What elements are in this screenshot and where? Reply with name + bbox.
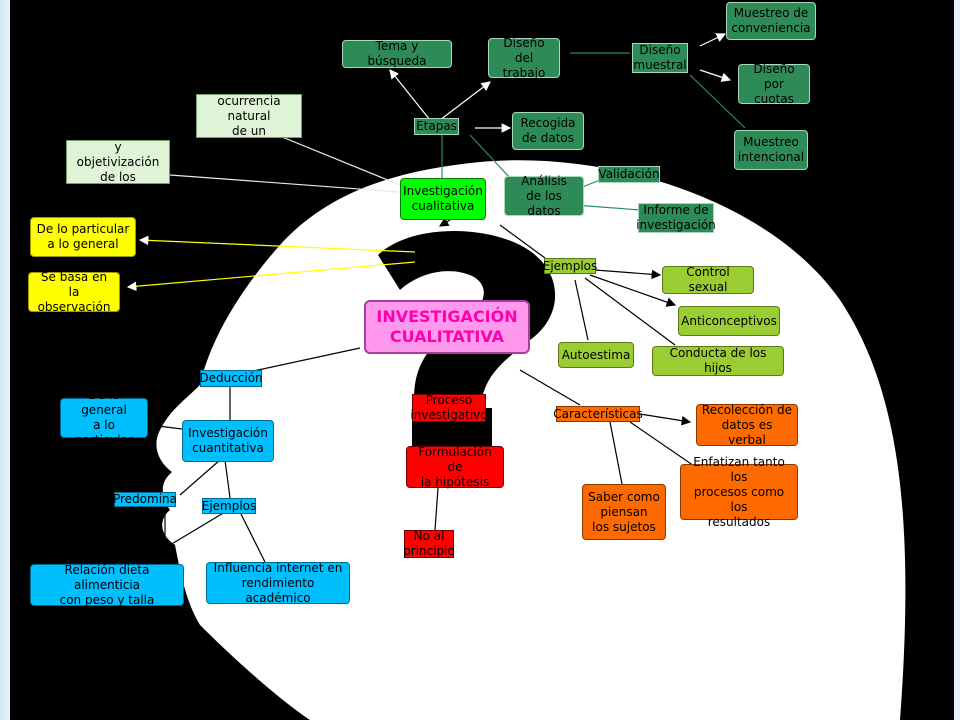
node-diseno-cuotas: Diseño por cuotas [738, 62, 810, 106]
node-tema-busqueda: Tema y búsqueda [342, 39, 452, 68]
node-etapas: Etapas [414, 118, 459, 135]
node-caracteristicas: Características [553, 406, 643, 422]
node-analisis-datos: Análisis de los datos [504, 174, 584, 218]
node-muestreo-conveniencia: Muestreo de conveniencia [726, 2, 816, 40]
node-investigacion-cuantitativa: Investigación cuantitativa [182, 420, 274, 462]
node-conducta-hijos: Conducta de los hijos [652, 346, 784, 376]
slide-left-edge [0, 0, 10, 720]
node-recoleccion-verbal: Recolección de datos es verbal [696, 403, 798, 447]
node-proceso-investigativo: Proceso investigativo [410, 393, 488, 422]
node-predomina: Predomina [112, 492, 178, 507]
node-ejemplos-cuantitativa: Ejemplos [201, 498, 257, 514]
node-investigacion-cualitativa: Investigación cualitativa [400, 178, 486, 220]
slide-right-edge [954, 0, 960, 720]
node-estudia-fenomeno: Estudia la ocurrencia natural de un fenó… [196, 79, 302, 153]
node-recogida-datos: Recogida de datos [512, 112, 584, 150]
node-ejemplos-cualitativa: Ejemplos [542, 258, 598, 274]
node-informe-investigacion: Informe de investigación [636, 203, 716, 233]
node-relacion-dieta: Relación dieta alimenticia con peso y ta… [30, 563, 184, 607]
node-no-al-principio: No al principio [403, 529, 455, 558]
node-validacion: Validación [598, 166, 660, 183]
head-and-connectors [126, 33, 906, 720]
node-autoestima: Autoestima [558, 342, 634, 368]
node-influencia-internet: Influencia internet en rendimiento acadé… [206, 561, 350, 605]
node-saber-como-piensan: Saber como piensan los sujetos [582, 484, 666, 540]
node-control-sexual: Control sexual [662, 265, 754, 294]
concept-map-canvas: Tema y búsqueda Diseño del trabajo Recog… [10, 0, 954, 720]
node-muestreo-intencional: Muestreo intencional [734, 130, 808, 170]
node-investigacion-cualitativa-central: INVESTIGACIÓN CUALITATIVA [364, 300, 530, 354]
node-observacion: Se basa en la observación [28, 270, 120, 314]
node-general-particular: De lo general a lo particular [60, 388, 148, 447]
node-deduccion: Deducción [199, 370, 263, 387]
node-particular-general: De lo particular a lo general [30, 217, 136, 257]
node-generalizacion: Generalización y objetivización de los r… [66, 125, 170, 199]
node-diseno-trabajo: Diseño del trabajo [488, 36, 560, 80]
node-enfatizan-procesos: Enfatizan tanto los procesos como los re… [680, 455, 798, 529]
node-formulacion-hipotesis: Formulación de la hipótesis [406, 445, 504, 489]
node-diseno-muestral: Diseño muestral [632, 43, 688, 73]
question-mark [378, 231, 556, 398]
node-anticonceptivos: Anticonceptivos [678, 306, 780, 336]
